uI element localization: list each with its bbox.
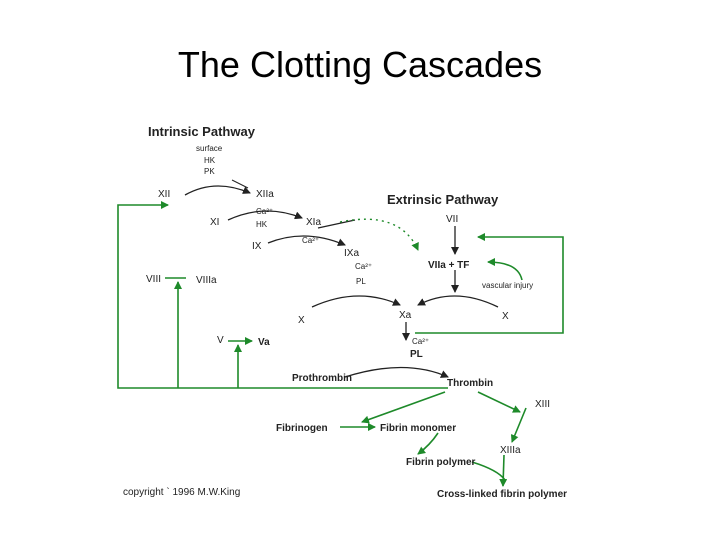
arrow-x-right-to-xa — [417, 295, 499, 308]
label-fibrin-monomer: Fibrin monomer — [380, 423, 456, 434]
extrinsic-heading: Extrinsic Pathway — [387, 192, 499, 207]
label-ca-2: Ca²⁺ — [302, 236, 319, 245]
arrow-xiiia-to-crosslink — [499, 454, 508, 487]
arrow-polymer-to-crosslink — [471, 461, 506, 481]
slide-title: The Clotting Cascades — [177, 44, 543, 85]
label-xii: XII — [158, 189, 170, 200]
label-crosslinked-fibrin-polymer: Cross-linked fibrin polymer — [437, 489, 567, 500]
feedback-arrows — [117, 201, 564, 487]
arrow-vascular-injury — [487, 258, 523, 281]
label-va: Va — [258, 337, 270, 348]
loop-thrombin-to-xii — [117, 201, 448, 389]
conversion-arrows — [184, 185, 499, 378]
arrow-monomer-to-polymer — [417, 432, 439, 455]
arrow-thrombin-to-fibrinogen — [361, 391, 446, 424]
label-ca-1: Ca²⁺ — [256, 207, 273, 216]
label-xiii: XIII — [535, 399, 550, 410]
label-vii: VII — [446, 214, 458, 225]
label-fibrin-polymer: Fibrin polymer — [406, 457, 476, 468]
label-xia: XIa — [306, 217, 321, 228]
intrinsic-heading: Intrinsic Pathway — [148, 124, 256, 139]
label-vascular-injury: vascular injury — [482, 281, 533, 290]
label-ca-4: Ca²⁺ — [412, 337, 429, 346]
label-xa: Xa — [399, 310, 412, 321]
dotted-link-xia-vii — [339, 218, 419, 251]
label-pl-1: PL — [356, 277, 366, 286]
arrow-xi-to-xia — [227, 210, 303, 221]
label-fibrinogen: Fibrinogen — [276, 423, 328, 434]
arrow-cofactors-to-xiia — [231, 179, 249, 189]
label-surface: surface — [196, 144, 223, 153]
label-ixa: IXa — [344, 248, 359, 259]
label-v: V — [217, 335, 224, 346]
label-ca-3: Ca²⁺ — [355, 262, 372, 271]
arrow-xiii-to-xiiia — [510, 407, 527, 443]
label-xi: XI — [210, 217, 219, 228]
label-x-left: X — [298, 315, 305, 326]
copyright-text: copyright ` 1996 M.W.King — [123, 486, 240, 498]
arrow-prothrombin-to-thrombin — [344, 366, 449, 378]
label-prothrombin: Prothrombin — [292, 373, 352, 384]
arrow-xii-to-xiia — [184, 185, 251, 196]
label-hk-2: HK — [256, 220, 268, 229]
label-pl-2: PL — [410, 349, 423, 360]
arrow-thrombin-to-xiii — [477, 391, 521, 413]
label-viii: VIII — [146, 274, 161, 285]
label-viia-tf: VIIa + TF — [428, 260, 469, 271]
arrow-xia-to-ix — [317, 219, 356, 229]
label-xiiia: XIIIa — [500, 445, 521, 456]
label-hk: HK — [204, 156, 216, 165]
arrow-x-left-to-xa — [311, 295, 401, 308]
label-ix: IX — [252, 241, 262, 252]
label-viiia: VIIIa — [196, 275, 217, 286]
label-x-right: X — [502, 311, 509, 322]
label-thrombin: Thrombin — [447, 378, 493, 389]
loop-xa-to-vii — [415, 233, 564, 334]
label-xiia: XIIa — [256, 189, 274, 200]
arrow-ix-to-ixa — [267, 235, 346, 246]
label-pk: PK — [204, 167, 215, 176]
